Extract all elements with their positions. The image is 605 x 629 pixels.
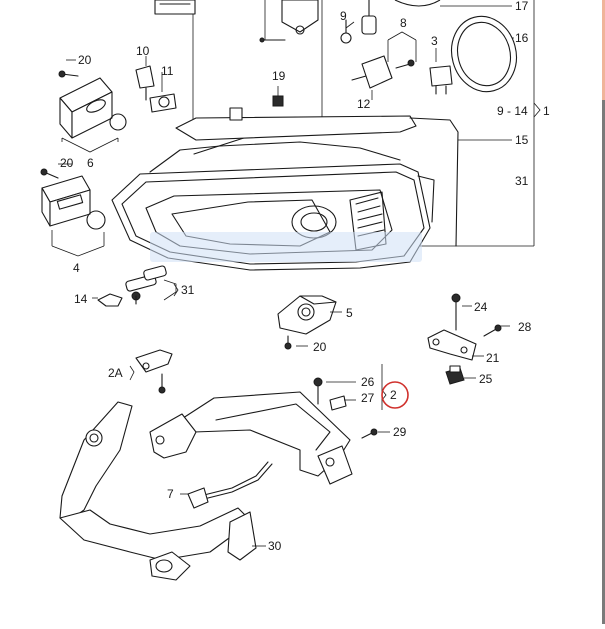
callout-20-top: 20	[78, 53, 92, 67]
callout-6: 6	[87, 156, 94, 170]
callout-11: 11	[161, 64, 174, 78]
group-bracket-1	[420, 0, 541, 247]
highlight-circle-2	[381, 381, 409, 409]
carrier-30	[59, 391, 353, 581]
watermark	[150, 232, 422, 262]
callout-2: 2	[390, 388, 397, 402]
top-bracket-fragment	[154, 0, 196, 120]
callout-7: 7	[167, 487, 174, 501]
bracket-2A	[129, 349, 173, 394]
callout-30: 30	[268, 539, 282, 553]
top-clip-fragment	[259, 0, 323, 120]
callout-31-left: 31	[181, 283, 195, 297]
callout-3: 3	[431, 34, 438, 48]
bulb-10	[135, 65, 155, 101]
nut-25	[445, 365, 465, 385]
group-bracket-2	[381, 364, 387, 410]
callout-5: 5	[346, 306, 353, 320]
callout-10: 10	[136, 44, 150, 58]
callout-14: 14	[74, 292, 88, 306]
callout-8: 8	[400, 16, 407, 30]
control-unit-6	[58, 70, 127, 153]
callout-31-right: 31	[515, 174, 529, 188]
actuator-12	[351, 55, 393, 100]
cover-cap-16	[451, 15, 517, 93]
callout-4: 4	[73, 261, 80, 275]
callout-9: 9	[340, 9, 347, 23]
callout-28: 28	[518, 320, 532, 334]
callout-21: 21	[486, 351, 500, 365]
callout-24: 24	[474, 300, 488, 314]
callout-15: 15	[515, 133, 529, 147]
callout-20-bottom: 20	[313, 340, 327, 354]
callout-2A: 2A	[108, 366, 123, 380]
lamp-socket-9	[340, 19, 352, 44]
callout-25: 25	[479, 372, 493, 386]
bulb-holder-3	[429, 48, 453, 95]
leader-lines	[58, 21, 512, 547]
bulb-cap-17	[394, 0, 512, 7]
bracket-21	[427, 293, 502, 361]
callout-1: 1	[543, 104, 550, 118]
callout-17: 17	[515, 0, 529, 13]
page-edge-accent	[602, 0, 605, 100]
callout-12: 12	[357, 97, 371, 111]
adjuster-14	[97, 265, 179, 307]
control-unit-4	[40, 168, 106, 257]
bulb-8	[361, 0, 417, 62]
callout-20-mid: 20	[60, 156, 74, 170]
callout-9-14: 9 - 14	[497, 104, 528, 118]
light-module-5	[277, 295, 337, 350]
screw-8	[395, 59, 415, 69]
callout-19: 19	[272, 69, 286, 83]
callout-27: 27	[361, 391, 375, 405]
plug-19	[272, 86, 284, 107]
page-edge-bar	[602, 0, 605, 624]
callout-29: 29	[393, 425, 407, 439]
screw-29	[361, 428, 378, 439]
screw-26	[313, 377, 347, 411]
bulb-holder-11	[149, 93, 177, 113]
callout-26: 26	[361, 375, 375, 389]
callout-16: 16	[515, 31, 529, 45]
